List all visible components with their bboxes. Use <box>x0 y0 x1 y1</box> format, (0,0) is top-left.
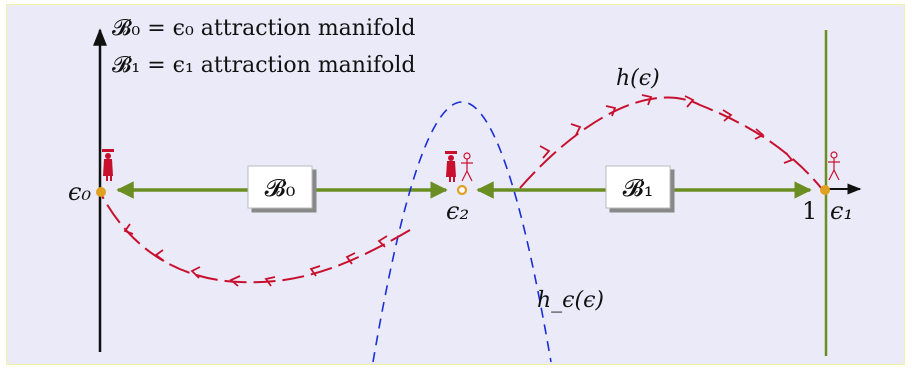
person-icon-eps2 <box>461 153 473 181</box>
legend-line-b0: 𝓑₀ = ϵ₀ attraction manifold <box>112 16 416 41</box>
one-fixed-point <box>820 185 830 195</box>
person-icon-one <box>828 152 840 180</box>
graduate-icon-eps2 <box>445 151 457 182</box>
h-eps-curve <box>373 102 551 362</box>
eps0-fixed-point <box>96 187 106 197</box>
eps1-label: ϵ₁ <box>830 197 853 225</box>
h-eps-curve-label: h_ϵ(ϵ) <box>537 288 604 313</box>
eps2-fixed-point <box>458 186 466 194</box>
eps0-label: ϵ₀ <box>68 178 91 206</box>
h-curve-lower-arrowheads <box>125 224 387 286</box>
legend-line-b1: 𝓑₁ = ϵ₁ attraction manifold <box>112 53 416 78</box>
one-label: 1 <box>802 197 817 225</box>
h-curve-upper-arrowheads <box>540 95 792 163</box>
h-curve-upper <box>520 98 822 189</box>
b0-box-label: 𝓑₀ <box>265 174 296 202</box>
eps2-label: ϵ₂ <box>446 197 469 225</box>
h-curve-label: h(ϵ) <box>616 66 660 91</box>
graduate-icon-eps0 <box>102 149 114 181</box>
b1-box-label: 𝓑₁ <box>623 174 654 202</box>
